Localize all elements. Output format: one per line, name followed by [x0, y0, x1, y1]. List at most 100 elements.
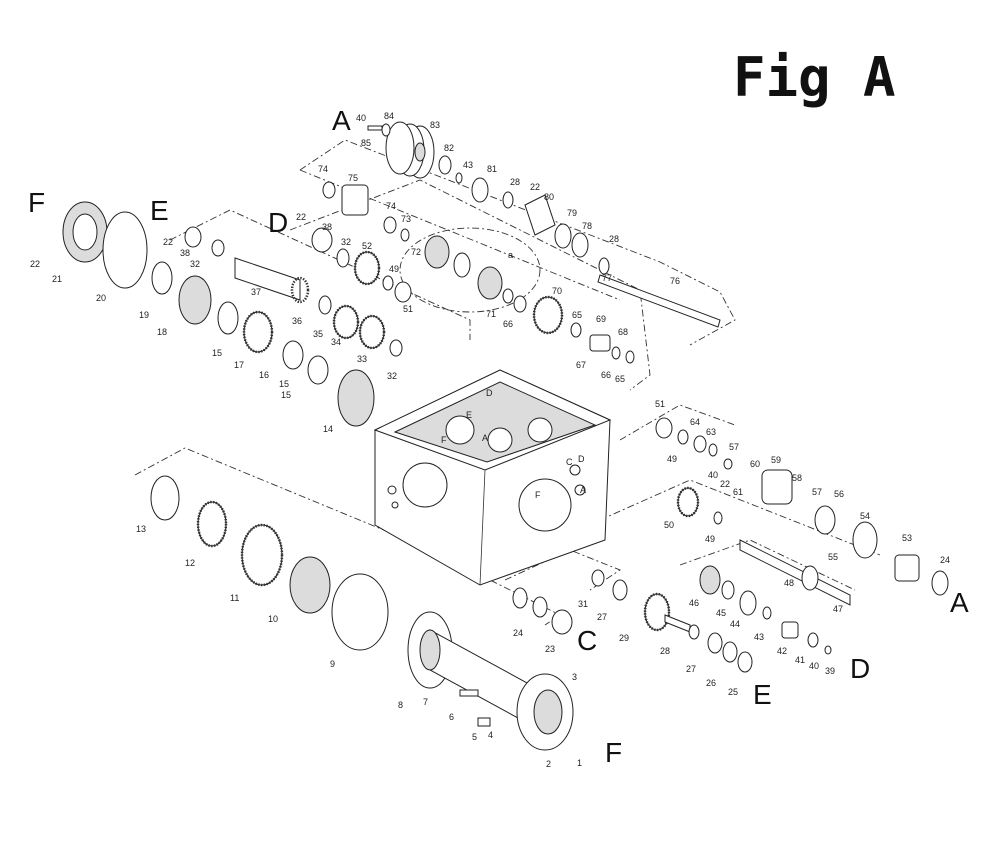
part-number: 27 [686, 664, 696, 674]
part-71 [502, 288, 514, 304]
clutch-75 [341, 184, 369, 216]
part-number: 72 [411, 247, 421, 257]
part-35 [318, 295, 332, 315]
part-number: 58 [792, 473, 802, 483]
part-number: 22 [720, 479, 730, 489]
bearing-13 [150, 475, 180, 521]
bearing-81 [471, 177, 489, 203]
housing-label-d2: D [578, 454, 585, 464]
part-65-lower [625, 350, 635, 364]
part-number: 33 [357, 354, 367, 364]
part-23 [551, 609, 573, 635]
section-label-e-left: E [150, 195, 169, 226]
part-32-d [336, 248, 350, 268]
ring-15-b [282, 340, 304, 370]
part-66-bottom [611, 346, 621, 360]
part-number: 12 [185, 558, 195, 568]
part-number: 49 [705, 534, 715, 544]
part-number: 84 [384, 111, 394, 121]
part-number: 83 [430, 120, 440, 130]
part-number: 40 [708, 470, 718, 480]
part-28-c [688, 624, 700, 640]
part-number: 7 [423, 697, 428, 707]
part-number: 46 [689, 598, 699, 608]
figure-title: Fig A [733, 46, 896, 109]
part-number: 61 [733, 487, 743, 497]
part-number: 65 [615, 374, 625, 384]
part-74-right [383, 216, 397, 234]
part-number: 45 [716, 608, 726, 618]
section-label-a-right: A [950, 587, 969, 618]
part-number: 39 [825, 666, 835, 676]
part-49-right [677, 429, 689, 445]
part-number: 5 [472, 732, 477, 742]
part-number: 14 [323, 424, 333, 434]
part-number: 67 [576, 360, 586, 370]
part-number: 60 [750, 459, 760, 469]
part-32-left [211, 239, 225, 257]
part-number: 25 [728, 687, 738, 697]
boundary-shaft-a-lower [299, 169, 621, 301]
part-53 [894, 554, 920, 582]
spindle-7-8 [407, 611, 541, 731]
pulley-83 [385, 121, 435, 179]
part-74-left [322, 181, 336, 199]
shaft-76 [597, 274, 721, 328]
part-number: 36 [292, 316, 302, 326]
section-label-f-bottom: F [605, 737, 622, 768]
part-number: 66 [503, 319, 513, 329]
housing-54 [852, 521, 878, 559]
part-26 [722, 641, 738, 663]
part-number: 28 [609, 234, 619, 244]
gear-52 [353, 250, 381, 286]
part-5 [477, 717, 491, 727]
part-number: 41 [795, 655, 805, 665]
housing-label-e: E [466, 410, 472, 420]
part-19 [151, 261, 173, 295]
ring-31 [591, 569, 605, 587]
part-65-upper [570, 322, 582, 338]
part-number: 2 [546, 759, 551, 769]
section-label-c: C [577, 625, 597, 656]
bearing-78 [571, 232, 589, 258]
part-number: 82 [444, 143, 454, 153]
section-label-f-left: F [28, 187, 45, 218]
part-number-callouts: 1 2 3 4 5 6 7 8 9 10 11 12 13 14 15 15 1… [30, 111, 950, 769]
part-59 [761, 469, 793, 505]
part-25 [737, 651, 753, 673]
part-number: 56 [834, 489, 844, 499]
cover-21 [62, 201, 108, 263]
part-number: 11 [230, 593, 239, 603]
part-number: 40 [809, 661, 819, 671]
bearing-51-d [394, 281, 412, 303]
spline-37 [290, 276, 310, 304]
part-number: 70 [552, 286, 562, 296]
part-number: 29 [619, 633, 629, 643]
part-number: 20 [96, 293, 106, 303]
bearing-51-right [655, 417, 673, 439]
bearing-27-c [612, 579, 628, 601]
part-43-top [455, 172, 463, 184]
bearing-14 [337, 369, 375, 427]
part-32-mid [389, 339, 403, 357]
part-number: 6 [449, 712, 454, 722]
bearing-10 [289, 556, 331, 614]
section-label-e-right: E [753, 679, 772, 710]
part-38-d [311, 227, 333, 253]
part-number: 3 [572, 672, 577, 682]
snap-ring-28-top [502, 191, 514, 209]
part-49-low [713, 511, 723, 525]
inline-label-a: a [508, 250, 513, 260]
section-label-d-right: D [850, 653, 870, 684]
part-number: 74 [318, 164, 328, 174]
part-56 [814, 505, 836, 535]
part-number: 66 [601, 370, 611, 380]
part-number: 32 [341, 237, 351, 247]
part-number: 19 [139, 310, 149, 320]
part-number: 1 [577, 758, 582, 768]
part-number: 22 [296, 212, 306, 222]
bearing-27-e [707, 632, 723, 654]
part-number: 38 [180, 248, 190, 258]
part-number: 80 [544, 192, 554, 202]
